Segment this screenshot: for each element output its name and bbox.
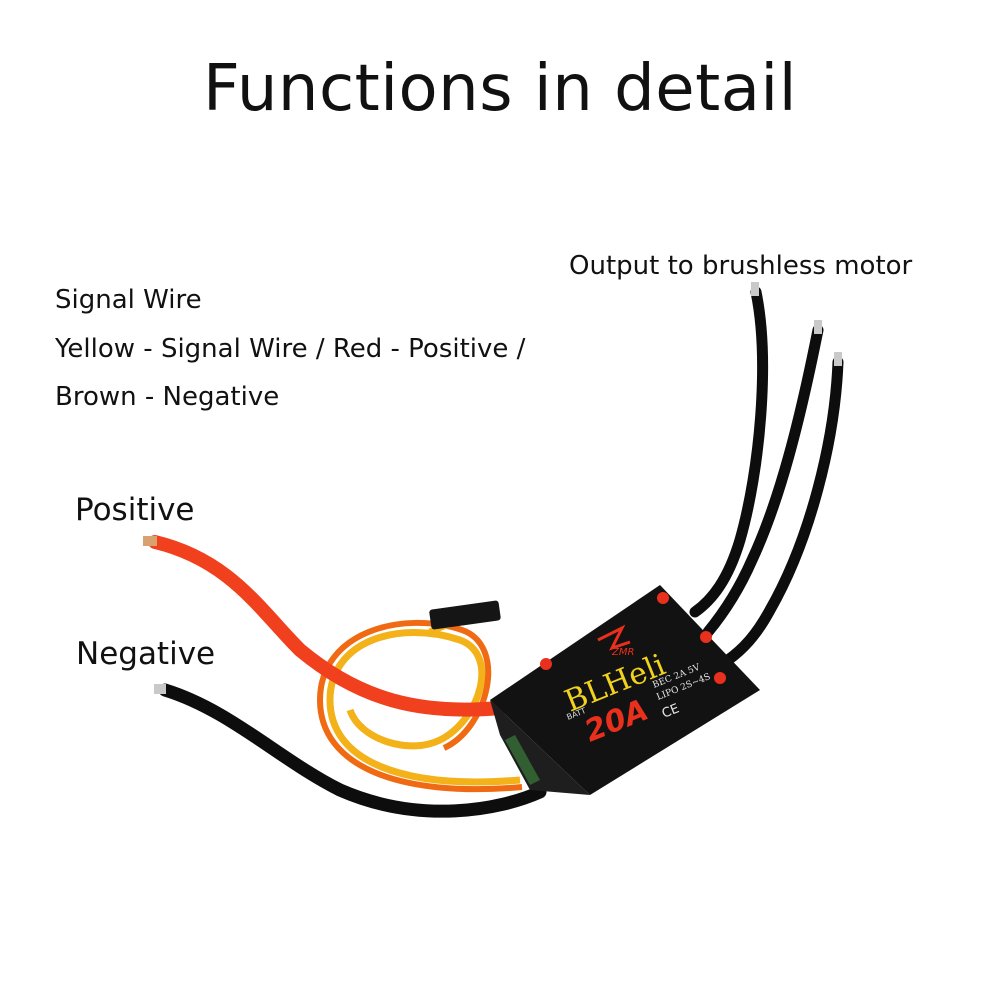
signal-wire-label: Signal Wire: [55, 285, 202, 315]
negative-wire: [154, 683, 547, 818]
positive-label: Positive: [75, 492, 195, 528]
negative-label: Negative: [76, 636, 216, 672]
motor-output-wires: [689, 282, 844, 666]
signal-cable: [316, 600, 523, 793]
output-label: Output to brushless motor: [569, 251, 913, 281]
signal-wire-desc-line-2: Brown - Negative: [55, 382, 280, 412]
positive-wire: [143, 535, 507, 717]
page-title: Functions in detail: [203, 52, 797, 126]
phase-b-dot: [700, 631, 712, 643]
esc-cert-text: CE: [660, 701, 682, 721]
esc-brand-text: ZMR: [611, 647, 634, 658]
phase-c-dot: [714, 672, 726, 684]
signal-wire-desc-line-1: Yellow - Signal Wire / Red - Positive /: [55, 334, 526, 364]
phase-a-dot: [657, 592, 669, 604]
esc-body: ZMR BLHeli 20A BEC 2A 5V LIPO 2S~4S CE B…: [490, 585, 760, 795]
